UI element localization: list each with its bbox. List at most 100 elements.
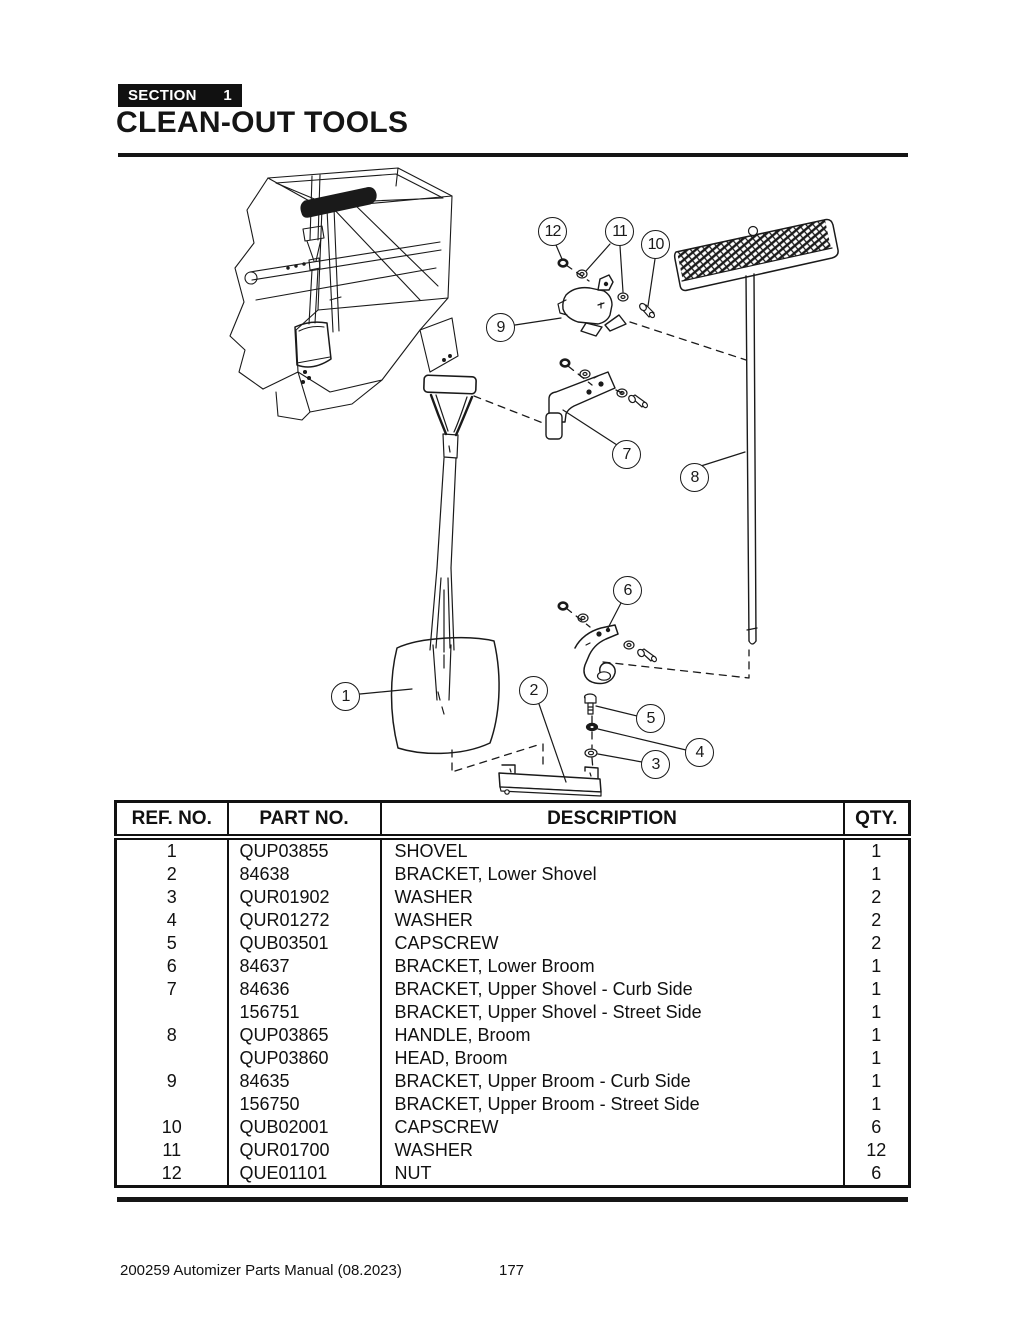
section-number: 1 (223, 87, 232, 104)
table-cell: QUB02001 (226, 1116, 381, 1139)
table-cell: 12 (161, 1163, 182, 1184)
table-cell: 1 (842, 1047, 910, 1070)
title-rule (118, 153, 908, 157)
table-cell: 1 (842, 1070, 910, 1093)
hardware-washer-11a (576, 269, 588, 279)
table-cell: 84638 (226, 863, 381, 886)
table-cell: 11 (162, 1140, 182, 1161)
table-cell: 1 (842, 955, 910, 978)
col-header-ref-no: REF. NO. (115, 801, 228, 840)
table-cell: WASHER (379, 1139, 844, 1162)
table-cell: 6 (842, 1116, 910, 1139)
section-badge: SECTION 1 (118, 84, 242, 107)
table-cell: 2 (842, 886, 910, 909)
bottom-rule (117, 1197, 908, 1202)
table-cell: QUP03855 (226, 837, 381, 863)
upper-broom-bracket-drawing (557, 274, 627, 337)
hardware-capscrew-10 (639, 302, 656, 319)
callout-6: 6 (613, 576, 642, 605)
assembly-dashed-lines (451, 264, 750, 774)
callout-12: 12 (538, 217, 567, 246)
callout-1: 1 (331, 682, 360, 711)
table-cell: 1 (842, 837, 910, 863)
hardware-nut-lower-broom (557, 601, 569, 611)
table-cell: 156751 (226, 1001, 381, 1024)
callout-11: 11 (605, 217, 634, 246)
table-cell: WASHER (379, 909, 844, 932)
table-cell: 5 (166, 933, 177, 954)
table-cell: QUR01700 (226, 1139, 381, 1162)
table-cell: 7 (166, 979, 177, 1000)
hardware-washer-3 (584, 748, 598, 758)
broom-handle-drawing (745, 273, 758, 645)
callout-10: 10 (641, 230, 670, 259)
table-cell: CAPSCREW (379, 932, 844, 955)
col-header-description: DESCRIPTION (379, 801, 844, 840)
hardware-capscrew-5 (583, 693, 597, 715)
hardware-capscrew-upper-shovel (628, 394, 649, 409)
table-cell: 2 (842, 909, 910, 932)
table-cell: 6 (166, 956, 177, 977)
table-cell: HEAD, Broom (379, 1047, 844, 1070)
table-cell: 1 (842, 1001, 910, 1024)
table-cell: NUT (379, 1162, 844, 1187)
col-header-qty: QTY. (842, 801, 910, 840)
lower-shovel-bracket-drawing (498, 764, 602, 797)
table-header-row: REF. NO. PART NO. DESCRIPTION QTY. (115, 801, 910, 840)
table-cell: 84635 (226, 1070, 381, 1093)
table-cell: BRACKET, Upper Broom - Street Side (379, 1093, 844, 1116)
footer-page-number: 177 (499, 1262, 525, 1279)
table-cell: BRACKET, Upper Shovel - Street Side (379, 1001, 844, 1024)
table-cell: BRACKET, Lower Broom (379, 955, 844, 978)
table-cell: 10 (161, 1117, 182, 1138)
broom-head-drawing (673, 218, 839, 292)
callout-leader-lines (359, 243, 746, 783)
callout-9: 9 (486, 313, 515, 342)
table-cell: QUB03501 (226, 932, 381, 955)
callout-3: 3 (641, 750, 670, 779)
col-header-part-no: PART NO. (226, 801, 381, 840)
table-cell: QUR01272 (226, 909, 381, 932)
callout-4: 4 (685, 738, 714, 767)
table-cell: 1 (842, 863, 910, 886)
table-cell: 6 (842, 1162, 910, 1187)
table-cell: WASHER (379, 886, 844, 909)
table-cell: QUP03860 (226, 1047, 381, 1070)
hardware-nut-upper-shovel (559, 358, 571, 368)
lower-broom-bracket-drawing (574, 624, 619, 685)
callout-8: 8 (680, 463, 709, 492)
table-cell: QUR01902 (226, 886, 381, 909)
table-cell: 84636 (226, 978, 381, 1001)
machine-illustration (229, 167, 459, 421)
table-cell: HANDLE, Broom (379, 1024, 844, 1047)
callout-7: 7 (612, 440, 641, 469)
callout-2: 2 (519, 676, 548, 705)
table-cell: BRACKET, Upper Shovel - Curb Side (379, 978, 844, 1001)
table-cell: CAPSCREW (379, 1116, 844, 1139)
hardware-nut-12 (557, 258, 569, 268)
callout-5: 5 (636, 704, 665, 733)
table-cell (116, 1001, 228, 1024)
table-cell: QUE01101 (226, 1162, 381, 1187)
table-cell: 1 (842, 978, 910, 1001)
section-label: SECTION (128, 87, 197, 104)
table-cell: BRACKET, Lower Shovel (379, 863, 844, 886)
table-cell: 3 (166, 887, 177, 908)
table-cell: 84637 (226, 955, 381, 978)
